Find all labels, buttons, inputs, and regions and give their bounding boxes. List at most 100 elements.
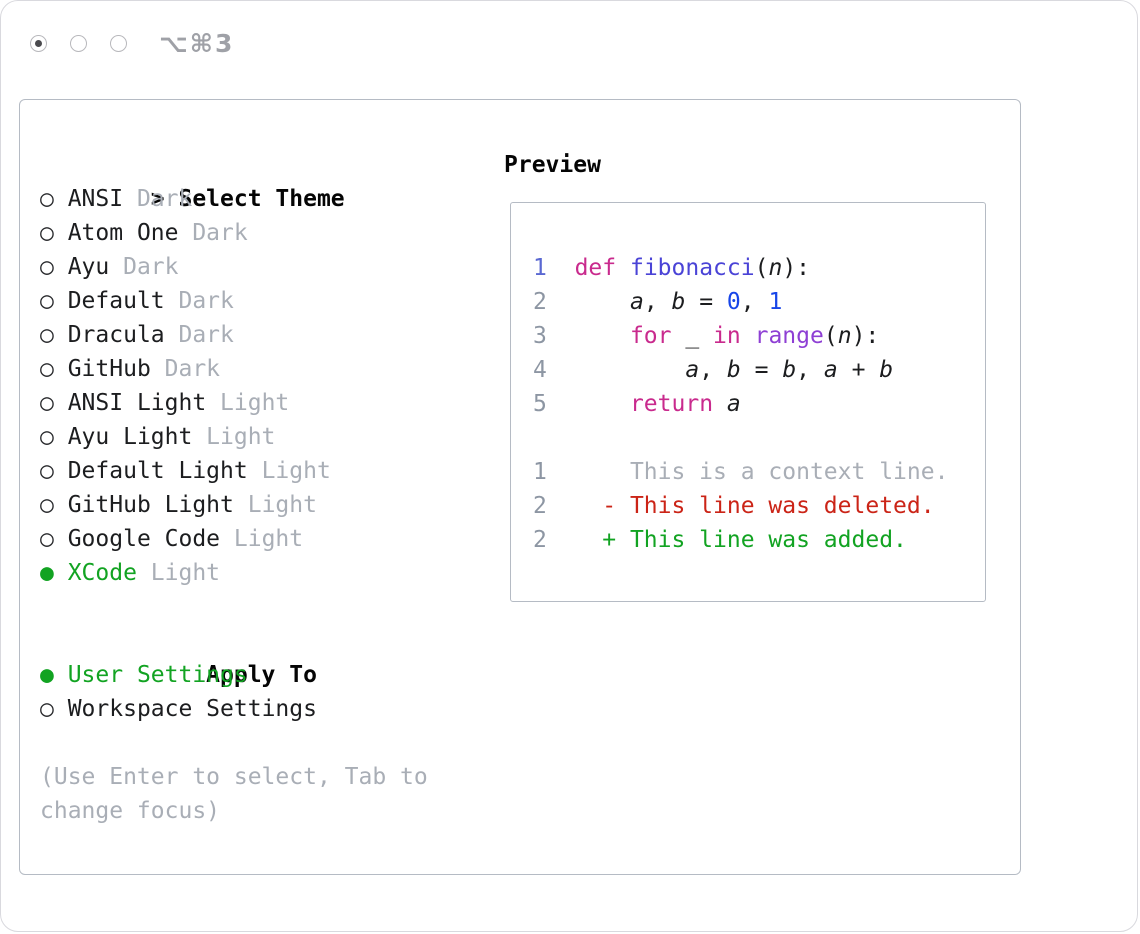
code-token [575, 357, 686, 383]
code-token: a [823, 357, 838, 383]
apply-to-title: Apply To [206, 662, 317, 688]
window-close-button[interactable] [30, 35, 47, 52]
diff-text: - This line was deleted. [546, 493, 935, 519]
theme-variant: Light [247, 492, 317, 518]
radio-icon: ○ [40, 458, 54, 484]
diff-line-context: 1 This is a context line. [533, 455, 948, 489]
theme-variant: Light [150, 560, 221, 586]
code-token: b [671, 289, 686, 315]
theme-variant: Light [261, 458, 331, 484]
code-token: a [629, 289, 644, 315]
theme-name: Dracula [67, 322, 165, 348]
line-number: 5 [533, 391, 547, 417]
theme-name: GitHub Light [67, 492, 234, 518]
radio-selected-icon: ● [40, 560, 54, 586]
radio-icon: ○ [40, 492, 54, 518]
theme-name: Default Light [67, 458, 248, 484]
radio-icon: ○ [40, 186, 54, 212]
apply-option-label: Workspace Settings [67, 696, 317, 722]
code-token: , [740, 289, 769, 315]
theme-name: GitHub [67, 356, 151, 382]
code-line: 1 def fibonacci(n): [533, 251, 948, 285]
apply-option-user-settings[interactable]: ●User Settings [40, 658, 472, 692]
apply-option-label: User Settings [67, 662, 248, 688]
code-token: n [768, 255, 783, 281]
theme-name: Default [67, 288, 165, 314]
line-number: 2 [533, 289, 547, 315]
code-token: , [796, 357, 824, 383]
diff-text: This is a context line. [546, 459, 949, 485]
diff-text: + This line was added. [546, 527, 907, 553]
code-line: 4 a, b = b, a + b [533, 353, 948, 387]
code-token: _ [671, 323, 714, 349]
theme-name: ANSI [67, 186, 124, 212]
usage-hint: (Use Enter to select, Tab to change focu… [40, 764, 428, 824]
prompt-caret-icon: > [150, 186, 165, 212]
code-line: 3 for _ in range(n): [533, 319, 948, 353]
theme-option-default-light[interactable]: ○ Default Light Light [40, 454, 472, 488]
theme-variant: Light [220, 390, 290, 416]
code-token: n [837, 323, 852, 349]
keyboard-shortcut-label: ⌥⌘3 [159, 29, 235, 58]
window-controls [30, 35, 127, 52]
code-token [616, 255, 630, 281]
theme-option-github-light[interactable]: ○ GitHub Light Light [40, 488, 472, 522]
code-token: def [574, 255, 617, 281]
window-minimize-button[interactable] [70, 35, 87, 52]
code-token: b [726, 357, 741, 383]
theme-variant: Light [233, 526, 304, 552]
code-token: , [643, 289, 672, 315]
code-token [575, 391, 630, 417]
theme-variant: Dark [178, 288, 234, 314]
code-line: 5 return a [533, 387, 948, 421]
line-number: 3 [533, 323, 547, 349]
code-token: a [685, 357, 700, 383]
code-token: a [726, 391, 741, 417]
theme-variant: Dark [192, 220, 248, 246]
select-theme-heading: > Select Theme [40, 148, 472, 212]
code-token: for [629, 323, 672, 349]
code-token [575, 323, 630, 349]
code-line: 2 a, b = 0, 1 [533, 285, 948, 319]
code-token: 1 [768, 289, 783, 315]
apply-to-list: ●User Settings○Workspace Settings [40, 658, 472, 726]
diff-line-added: 2 + This line was added. [533, 523, 948, 557]
code-token: ): [782, 255, 811, 281]
theme-variant: Light [206, 424, 276, 450]
theme-name: Ayu [67, 254, 110, 280]
window-zoom-button[interactable] [110, 35, 127, 52]
blank-line [533, 421, 948, 455]
line-number: 1 [533, 255, 547, 281]
theme-name: Ayu Light [67, 424, 193, 450]
code-token: range [754, 323, 824, 349]
radio-icon: ○ [40, 526, 54, 552]
radio-icon: ○ [40, 390, 54, 416]
apply-to-section: Apply To ●User Settings○Workspace Settin… [40, 624, 472, 726]
code-token [741, 323, 755, 349]
theme-variant: Dark [164, 356, 221, 382]
code-token: + [837, 357, 880, 383]
code-token: b [782, 357, 797, 383]
line-number: 2 [533, 493, 547, 519]
code-token: ): [851, 323, 880, 349]
apply-option-workspace-settings[interactable]: ○Workspace Settings [40, 692, 472, 726]
select-theme-title: Select Theme [178, 186, 345, 212]
code-token: ( [754, 255, 769, 281]
titlebar: ⌥⌘3 [30, 29, 234, 58]
apply-to-heading: Apply To [40, 624, 472, 688]
